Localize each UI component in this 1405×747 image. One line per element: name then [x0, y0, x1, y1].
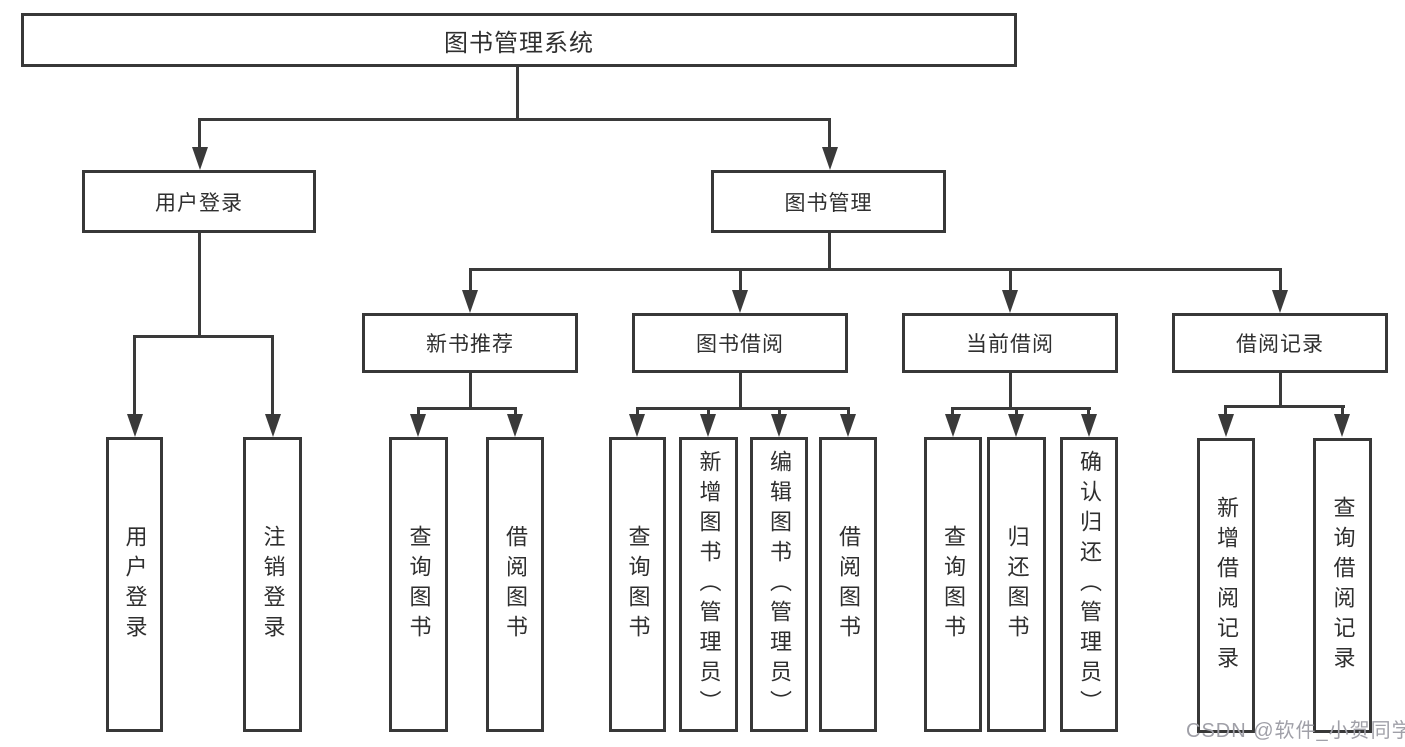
leaf-borrow-books: 借阅图书 — [819, 437, 877, 732]
arrow-down-icon — [1218, 414, 1234, 437]
connector-line — [198, 233, 201, 337]
connector-line — [271, 335, 274, 415]
arrow-down-icon — [1002, 290, 1018, 313]
connector-line — [828, 118, 831, 148]
node-book-borrow: 图书借阅 — [632, 313, 848, 373]
connector-line — [198, 118, 201, 148]
connector-line — [739, 268, 742, 292]
leaf-query-books-recommend: 查询图书 — [389, 437, 448, 732]
arrow-down-icon — [629, 414, 645, 437]
node-book-management: 图书管理 — [711, 170, 946, 233]
leaf-add-books-admin: 新增图书（管理员） — [679, 437, 738, 732]
connector-line — [469, 268, 472, 292]
arrow-down-icon — [1334, 414, 1350, 437]
connector-line — [469, 268, 1282, 271]
leaf-logout: 注销登录 — [243, 437, 302, 732]
connector-line — [636, 407, 639, 416]
leaf-query-books-current: 查询图书 — [924, 437, 982, 732]
leaf-query-books-borrow: 查询图书 — [609, 437, 666, 732]
arrow-down-icon — [1272, 290, 1288, 313]
connector-line — [636, 407, 850, 410]
connector-line — [1009, 373, 1012, 410]
node-new-book-recommend: 新书推荐 — [362, 313, 578, 373]
connector-line — [951, 407, 1091, 410]
leaf-return-books: 归还图书 — [987, 437, 1046, 732]
leaf-confirm-return-admin: 确认归还（管理员） — [1060, 437, 1118, 732]
arrow-down-icon — [410, 414, 426, 437]
node-user-login: 用户登录 — [82, 170, 316, 233]
arrow-down-icon — [1081, 414, 1097, 437]
connector-line — [828, 233, 831, 271]
connector-line — [951, 407, 954, 416]
connector-line — [707, 407, 710, 416]
connector-line — [778, 407, 781, 416]
arrow-down-icon — [265, 414, 281, 437]
connector-line — [1087, 407, 1090, 416]
connector-line — [739, 373, 742, 410]
connector-line — [133, 335, 136, 415]
connector-line — [198, 118, 831, 121]
leaf-add-borrow-record: 新增借阅记录 — [1197, 438, 1255, 733]
arrow-down-icon — [1008, 414, 1024, 437]
arrow-down-icon — [771, 414, 787, 437]
arrow-down-icon — [462, 290, 478, 313]
arrow-down-icon — [700, 414, 716, 437]
connector-line — [417, 407, 420, 416]
arrow-down-icon — [732, 290, 748, 313]
connector-line — [417, 407, 517, 410]
connector-line — [1224, 405, 1227, 415]
arrow-down-icon — [127, 414, 143, 437]
connector-line — [1009, 268, 1012, 292]
arrow-down-icon — [840, 414, 856, 437]
connector-line — [1224, 405, 1345, 408]
leaf-borrow-books-recommend: 借阅图书 — [486, 437, 544, 732]
watermark: CSDN @软件_小贺同学 — [1186, 720, 1405, 742]
connector-line — [1341, 405, 1344, 415]
leaf-query-borrow-record: 查询借阅记录 — [1313, 438, 1372, 733]
arrow-down-icon — [945, 414, 961, 437]
connector-line — [469, 373, 472, 410]
connector-line — [847, 407, 850, 416]
connector-line — [1279, 373, 1282, 407]
connector-line — [514, 407, 517, 416]
node-borrow-records: 借阅记录 — [1172, 313, 1388, 373]
arrow-down-icon — [192, 147, 208, 170]
arrow-down-icon — [507, 414, 523, 437]
connector-line — [1279, 268, 1282, 292]
arrow-down-icon — [822, 147, 838, 170]
leaf-edit-books-admin: 编辑图书（管理员） — [750, 437, 808, 732]
node-library-management-system: 图书管理系统 — [21, 13, 1017, 67]
connector-line — [516, 67, 519, 118]
connector-line — [133, 335, 274, 338]
leaf-user-login: 用户登录 — [106, 437, 163, 732]
node-current-borrow: 当前借阅 — [902, 313, 1118, 373]
connector-line — [1015, 407, 1018, 416]
